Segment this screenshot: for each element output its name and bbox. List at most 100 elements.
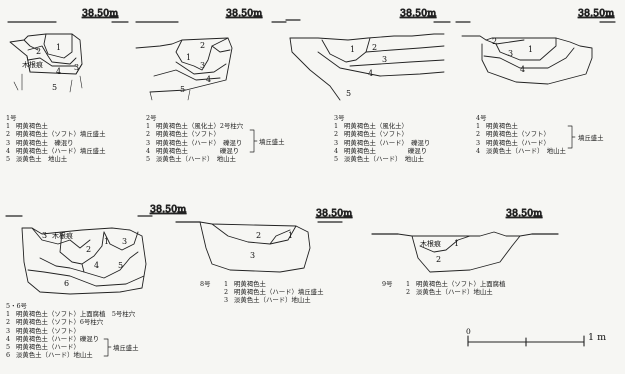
profile-8-elev: 38.50m [316, 208, 352, 219]
legend-1-title: 1号 [6, 114, 17, 122]
profile-1-layer-5: 5 [52, 83, 57, 92]
profile-1-layer-2: 2 [36, 47, 41, 56]
profile-2-layer-numbers: 1 2 3 4 5 [180, 41, 211, 94]
legend-9-title: 9号 [382, 280, 393, 288]
profile-2-layer-3: 3 [200, 61, 205, 70]
profile-5-6-layer-3: 3 [42, 231, 47, 240]
profile-4-layer-4: 4 [520, 65, 525, 74]
profile-2-layer-5: 5 [180, 85, 185, 94]
profile-4-layer-1: 1 [528, 45, 533, 54]
profile-2-elev: 38.50m [226, 8, 262, 19]
legend-8-title: 8号 [200, 280, 211, 288]
profile-1-section [7, 21, 129, 93]
profile-5-6-layer-1: 1 [104, 237, 109, 246]
profile-8-layer-1: 1 [288, 231, 293, 240]
profile-3-section [285, 19, 451, 101]
profile-5-6-section [5, 215, 153, 295]
legend-3-title: 3号 [334, 114, 345, 122]
profile-1-layer-3: 3 [74, 63, 79, 72]
profile-4-section [455, 21, 616, 85]
legend-4-title: 4号 [476, 114, 487, 122]
profile-5-6-layer-6: 6 [64, 279, 69, 288]
profile-4-layer-2: 2 [492, 37, 497, 46]
profile-3-elev: 38.50m [400, 8, 436, 19]
legend-4-brace-text: 墳丘盛土 [578, 134, 604, 142]
profile-8-layer-numbers: 1 2 3 [250, 231, 293, 260]
legend-5-6-title: 5・6号 [6, 302, 27, 310]
profile-8-layer-2: 2 [256, 231, 261, 240]
profile-3-layer-5: 5 [346, 89, 351, 98]
profile-2-layer-2: 2 [200, 41, 205, 50]
profile-9-elev: 38.50m [506, 208, 542, 219]
profile-5-6-layer-numbers: 1 2 3 4 5 6 3 木根痕 [42, 231, 127, 288]
profile-8-section [175, 221, 343, 273]
profile-5-6-layer-2: 2 [86, 245, 91, 254]
profile-9-layer-2: 2 [436, 255, 441, 264]
profile-9-layer-numbers: 1 2 木根痕 [420, 239, 459, 264]
legend-2-title: 2号 [146, 114, 157, 122]
profile-2-layer-4: 4 [206, 75, 211, 84]
profile-1-elev: 38.50m [82, 8, 118, 19]
profile-8-layer-3: 3 [250, 251, 255, 260]
legend-5-6-brace-text: 墳丘盛土 [113, 344, 139, 352]
profile-5-6-elev: 38.50m [150, 204, 186, 215]
legend-2-brace-text: 墳丘盛土 [259, 138, 285, 146]
profile-9-section [371, 231, 559, 273]
profile-9-wood-label: 木根痕 [420, 239, 441, 248]
profile-5-6-wood-label: 木根痕 [52, 231, 73, 240]
profile-3-layer-3: 3 [382, 55, 387, 64]
profile-2-section [135, 21, 287, 101]
profile-9-layer-1: 1 [454, 239, 459, 248]
profile-1-wood-label: 木根痕 [22, 60, 43, 69]
profile-3-layer-numbers: 1 2 3 4 5 [346, 43, 387, 98]
profile-3-layer-1: 1 [350, 45, 355, 54]
profile-5-6-layer-5: 5 [118, 261, 123, 270]
profile-5-6-layer-4: 4 [94, 261, 99, 270]
profile-5-6-layer-3b: 3 [122, 237, 127, 246]
profile-2-layer-1: 1 [186, 53, 191, 62]
profile-4-layer-3: 3 [508, 49, 513, 58]
profile-3-layer-2: 2 [372, 43, 377, 52]
profile-1-layer-numbers: 1 2 3 4 5 木根痕 [22, 43, 79, 92]
legend-braces [103, 125, 576, 357]
profile-4-layer-numbers: 1 2 3 4 [492, 37, 533, 74]
profile-4-elev: 38.50m [578, 8, 614, 19]
scale-bar-end: 1 m [588, 332, 606, 343]
